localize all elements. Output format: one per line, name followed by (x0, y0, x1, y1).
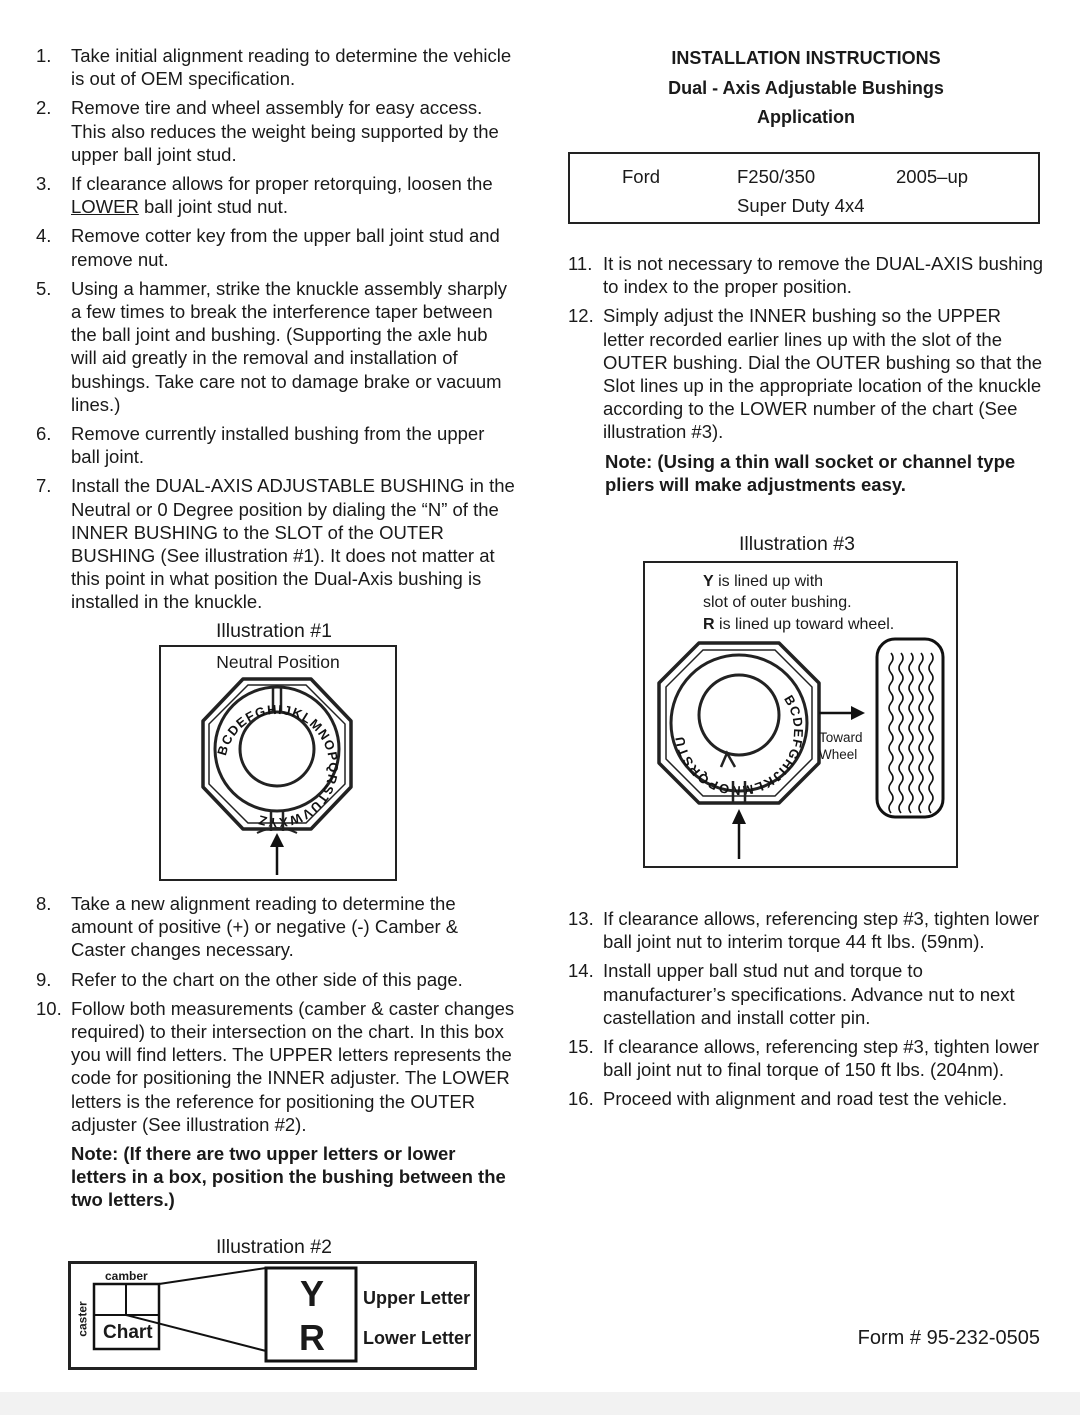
header-title: INSTALLATION INSTRUCTIONS (671, 48, 941, 68)
step-3: 3.If clearance allows for proper retorqu… (36, 173, 493, 218)
application-model: F250/350 (737, 166, 816, 187)
bushing-neutral-diagram: BCDEFGHIJKLMNOPQRSTUVWXYZ (201, 677, 353, 875)
left-note: Note: (If there are two upper letters or… (71, 1143, 506, 1211)
step-6: 6.Remove currently installed bushing fro… (36, 423, 485, 468)
camber-label: camber (105, 1269, 148, 1283)
toward-wheel-label: Toward Wheel (819, 730, 863, 762)
application-table: Ford F250/350 2005–up Super Duty 4x4 (568, 152, 1040, 224)
illustration-3-frame: Y is lined up with slot of outer bushing… (643, 561, 958, 868)
illustration-1-title: Illustration #1 (216, 620, 332, 642)
chart-key-diagram (92, 1266, 358, 1363)
step-1: 1.Take initial alignment reading to dete… (36, 45, 512, 90)
step-16: 16.Proceed with alignment and road test … (568, 1088, 1008, 1110)
step-11: 11.It is not necessary to remove the DUA… (568, 253, 1044, 298)
caster-label: caster (75, 1301, 90, 1337)
illustration-2-title: Illustration #2 (216, 1236, 332, 1258)
step-12: 12.Simply adjust the INNER bushing so th… (568, 305, 1043, 443)
illustration-3-title: Illustration #3 (739, 533, 855, 555)
step-15: 15.If clearance allows, referencing step… (568, 1036, 1040, 1081)
lower-letter-label: Lower Letter (363, 1328, 472, 1348)
step-4: 4.Remove cotter key from the upper ball … (36, 225, 500, 270)
chart-label: Chart (103, 1322, 153, 1343)
illustration-3-caption: Y is lined up with slot of outer bushing… (703, 573, 895, 633)
upper-letter-label: Upper Letter (363, 1288, 471, 1308)
form-number: Form # 95-232-0505 (857, 1327, 1040, 1349)
header-application: Application (757, 107, 855, 127)
upper-letter-example: Y (299, 1273, 324, 1314)
application-make: Ford (622, 166, 661, 187)
left-column-steps-2: 8.Take a new alignment reading to determ… (36, 892, 516, 1212)
lower-letter-example: R (299, 1317, 325, 1358)
step-5: 5.Using a hammer, strike the knuckle ass… (36, 277, 507, 415)
step-8: 8.Take a new alignment reading to determ… (36, 893, 459, 961)
application-model-line2: Super Duty 4x4 (737, 195, 865, 216)
bushing-adjusted-diagram: BCDEFGHIJKLMNOPQRSTUVWXYZ (645, 631, 945, 859)
right-column-steps: 11.It is not necessary to remove the DUA… (568, 252, 1046, 496)
step-14: 14.Install upper ball stud nut and torqu… (568, 960, 1015, 1028)
neutral-position-caption: Neutral Position (216, 652, 340, 672)
left-column-steps: 1.Take initial alignment reading to dete… (36, 44, 516, 620)
right-note: Note: (Using a thin wall socket or chann… (605, 450, 1016, 495)
step-7: 7.Install the DUAL-AXIS ADJUSTABLE BUSHI… (36, 475, 515, 613)
step-2: 2.Remove tire and wheel assembly for eas… (36, 97, 499, 165)
document-header: INSTALLATION INSTRUCTIONS Dual - Axis Ad… (568, 44, 1044, 133)
step-13: 13.If clearance allows, referencing step… (568, 908, 1040, 953)
step-10: 10.Follow both measurements (camber & ca… (36, 997, 515, 1135)
step-9: 9.Refer to the chart on the other side o… (36, 968, 463, 990)
application-year: 2005–up (896, 166, 969, 187)
right-column-steps-2: 13.If clearance allows, referencing step… (568, 907, 1046, 1117)
illustration-1-frame: Neutral Position BCDEFGHIJKLMNOPQRSTUVWX… (159, 645, 397, 881)
header-subtitle: Dual - Axis Adjustable Bushings (668, 77, 944, 98)
illustration-2-frame: camber caster Chart Y R Upper Letter Low… (68, 1261, 477, 1370)
